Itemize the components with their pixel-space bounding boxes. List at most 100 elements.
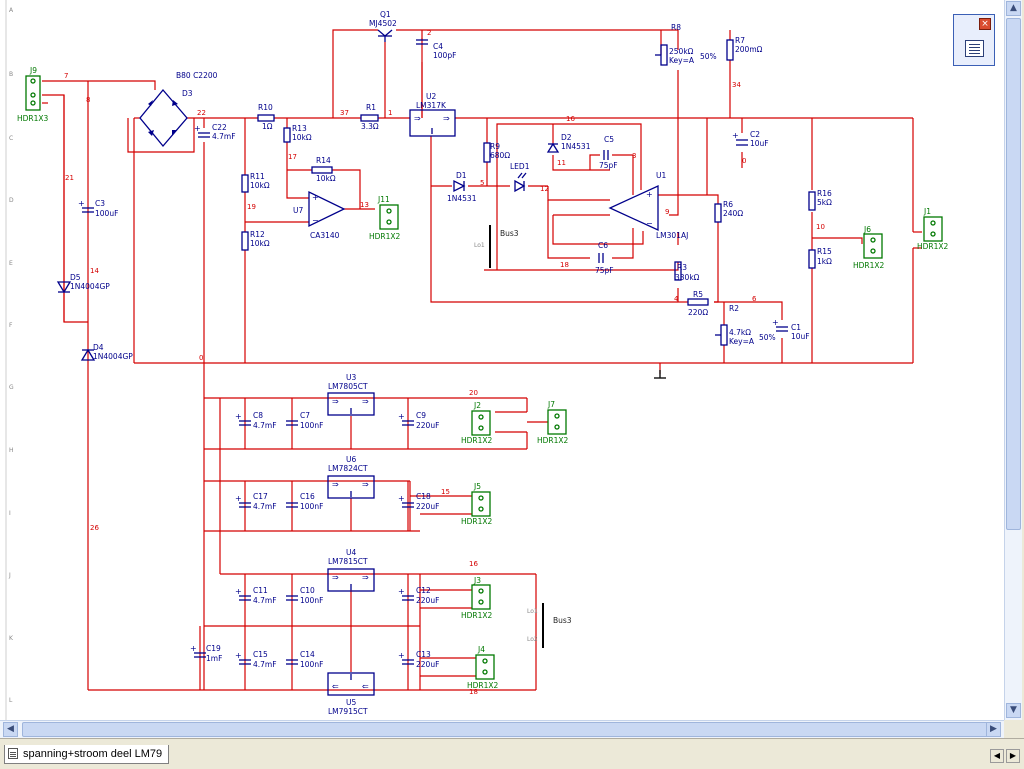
- regulator-u4[interactable]: ⇒⇒ U4 LM7815CT: [327, 548, 375, 592]
- capacitor-c13[interactable]: + C13 220uF: [398, 650, 439, 669]
- resistor-r14[interactable]: R14 10kΩ: [311, 156, 336, 183]
- resistor-r14-ref: R14: [316, 156, 331, 165]
- horizontal-scroll-thumb[interactable]: [22, 722, 988, 737]
- regulator-u5[interactable]: ⇐⇐ U5 LM7915CT: [327, 672, 375, 716]
- connector-j2-value: HDR1X2: [461, 436, 493, 445]
- diode-d4-value: 1N4004GP: [93, 352, 133, 361]
- bridge-rectifier-d3[interactable]: B80 C2200 D3: [139, 71, 218, 148]
- vertical-scroll-thumb[interactable]: [1006, 18, 1021, 530]
- connector-j3-ref: J3: [473, 576, 481, 585]
- resistor-r3[interactable]: R3 330kΩ: [674, 261, 700, 282]
- vertical-scrollbar[interactable]: ▲ ▼: [1004, 0, 1022, 720]
- resistor-r6[interactable]: R6 240Ω: [714, 200, 743, 223]
- resistor-r10-ref: R10: [258, 103, 273, 112]
- sheet-tab[interactable]: spanning+stroom deel LM79: [4, 745, 170, 764]
- ruler-g: G: [9, 384, 14, 391]
- resistor-r9[interactable]: R9 680Ω: [483, 142, 510, 163]
- potentiometer-r2-value: 4.7kΩ: [729, 328, 751, 337]
- regulator-u6-ref: U6: [346, 455, 356, 464]
- floating-panel[interactable]: ×: [953, 14, 995, 66]
- capacitor-c19[interactable]: + C19 1mF: [190, 644, 222, 663]
- capacitor-c2[interactable]: + C2 10uF: [732, 130, 769, 148]
- document-list-icon[interactable]: [965, 40, 984, 57]
- capacitor-c17[interactable]: + C17 4.7mF: [235, 492, 277, 511]
- transistor-q1-value: MJ4502: [369, 19, 397, 28]
- bus-bottom[interactable]: Bus3 Lo1 Lo2: [527, 603, 572, 648]
- capacitor-c6[interactable]: C6 75pF: [595, 241, 614, 275]
- connector-j9[interactable]: J9 HDR1X3: [17, 66, 49, 123]
- capacitor-c1[interactable]: + C1 10uF: [772, 318, 810, 341]
- led-led1[interactable]: LED1: [510, 162, 530, 193]
- connector-j5[interactable]: J5 HDR1X2: [461, 482, 493, 526]
- tab-next-icon[interactable]: ▶: [1006, 749, 1020, 763]
- diode-d1[interactable]: D1 1N4531: [447, 171, 477, 203]
- capacitor-c16[interactable]: C16 100nF: [286, 492, 323, 511]
- led-led1-ref: LED1: [510, 162, 530, 171]
- ruler-b: B: [9, 71, 13, 78]
- diode-d2[interactable]: D2 1N4531: [546, 133, 591, 153]
- bus-top[interactable]: Bus3 Lo1: [474, 225, 519, 268]
- resistor-r7[interactable]: R7 200mΩ: [726, 36, 763, 61]
- opamp-u1[interactable]: +− U1 LM301AJ: [608, 171, 688, 240]
- potentiometer-r2[interactable]: R2 4.7kΩ Key=A 50%: [715, 304, 776, 346]
- connector-j7-ref: J7: [547, 400, 555, 409]
- diode-d5[interactable]: D5 1N4004GP: [56, 273, 110, 294]
- scroll-right-icon[interactable]: ▶: [986, 722, 1001, 737]
- resistor-r13[interactable]: R13 10kΩ: [283, 124, 312, 143]
- potentiometer-r8[interactable]: R8 250kΩ Key=A 50%: [655, 23, 717, 66]
- svg-text:+: +: [235, 651, 242, 660]
- connector-j2[interactable]: J2 HDR1X2: [461, 401, 493, 445]
- connector-j1[interactable]: J1 HDR1X2: [917, 207, 949, 251]
- capacitor-c12[interactable]: + C12 220uF: [398, 586, 439, 605]
- connector-j3[interactable]: J3 HDR1X2: [461, 576, 493, 620]
- ruler-e: E: [9, 260, 13, 267]
- tab-prev-icon[interactable]: ◀: [990, 749, 1004, 763]
- resistor-r10[interactable]: R10 1Ω: [257, 103, 275, 131]
- resistor-r15[interactable]: R15 1kΩ: [808, 247, 832, 269]
- potentiometer-r8-key: Key=A: [669, 56, 695, 65]
- capacitor-c14[interactable]: C14 100nF: [286, 650, 323, 669]
- capacitor-c8[interactable]: + C8 4.7mF: [235, 411, 277, 430]
- regulator-u6[interactable]: ⇒⇒ U6 LM7824CT: [327, 455, 375, 499]
- capacitor-c18[interactable]: + C18 220uF: [398, 492, 439, 511]
- scroll-left-icon[interactable]: ◀: [3, 722, 18, 737]
- connector-j7[interactable]: J7 HDR1X2: [537, 400, 569, 445]
- capacitor-c11[interactable]: + C11 4.7mF: [235, 586, 277, 605]
- capacitor-c3[interactable]: + C3 100uF: [78, 199, 118, 218]
- capacitor-c9-value: 220uF: [416, 421, 439, 430]
- schematic-canvas[interactable]: A B C D E F G H I J K L: [0, 0, 1004, 720]
- diode-d5-ref: D5: [70, 273, 81, 282]
- capacitor-c5[interactable]: C5 75pF: [599, 135, 618, 170]
- capacitor-c15[interactable]: + C15 4.7mF: [235, 650, 277, 669]
- capacitor-c10[interactable]: C10 100nF: [286, 586, 323, 605]
- resistor-r5[interactable]: R5 220Ω: [687, 290, 709, 317]
- scroll-up-icon[interactable]: ▲: [1006, 1, 1021, 16]
- capacitor-c7[interactable]: C7 100nF: [286, 411, 323, 430]
- resistor-r7-ref: R7: [735, 36, 745, 45]
- resistor-r9-ref: R9: [490, 142, 500, 151]
- scroll-down-icon[interactable]: ▼: [1006, 703, 1021, 718]
- diode-d4[interactable]: D4 1N4004GP: [80, 343, 133, 361]
- resistor-r12[interactable]: R12 10kΩ: [241, 230, 270, 251]
- resistor-r16-value: 5kΩ: [817, 198, 832, 207]
- net-label: 6: [752, 295, 757, 303]
- horizontal-scrollbar[interactable]: ◀ ▶: [0, 720, 1004, 738]
- resistor-r1[interactable]: R1 3.3Ω: [360, 103, 379, 131]
- capacitor-c4[interactable]: C4 100pF: [416, 39, 456, 60]
- schematic-sheet-icon: [8, 748, 18, 759]
- capacitor-c22[interactable]: + C22 4.7mF: [194, 123, 236, 141]
- regulator-u2[interactable]: ⇒⇒ U2 LM317K: [409, 92, 456, 137]
- connector-j11[interactable]: J11 HDR1X2: [369, 195, 401, 241]
- connector-j4[interactable]: J4 HDR1X2: [467, 645, 499, 690]
- transistor-q1[interactable]: Q1 MJ4502: [369, 10, 397, 42]
- resistor-r11[interactable]: R11 10kΩ: [241, 172, 270, 193]
- opamp-u7-ref: U7: [293, 206, 303, 215]
- resistor-r16[interactable]: R16 5kΩ: [808, 189, 832, 211]
- svg-text:+: +: [398, 494, 405, 503]
- connector-j6[interactable]: J6 HDR1X2: [853, 225, 885, 270]
- resistor-r11-ref: R11: [250, 172, 265, 181]
- close-icon[interactable]: ×: [979, 18, 991, 30]
- opamp-u7[interactable]: +− U7 CA3140: [293, 190, 346, 240]
- capacitor-c9[interactable]: + C9 220uF: [398, 411, 439, 430]
- regulator-u3[interactable]: ⇒⇒ U3 LM7805CT: [327, 373, 375, 416]
